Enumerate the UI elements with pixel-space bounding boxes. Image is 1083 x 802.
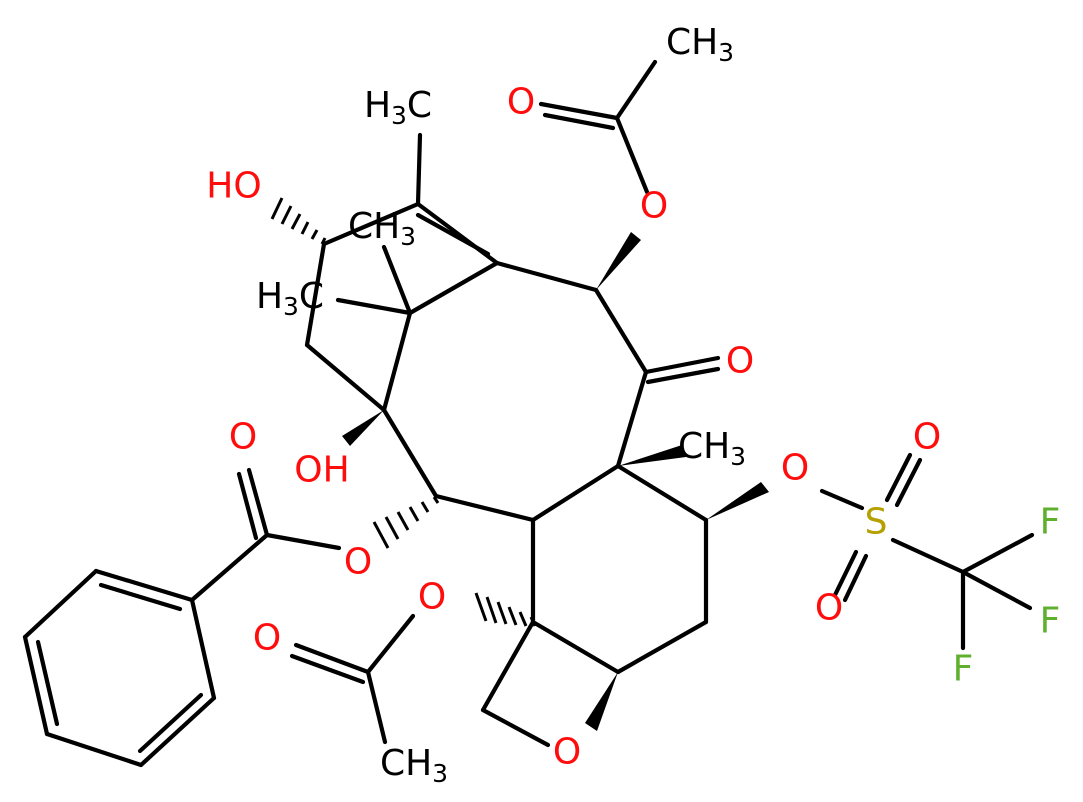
hydroxyl-label-mid: OH — [294, 450, 349, 491]
hashed-bond — [372, 496, 440, 549]
bond — [93, 568, 195, 603]
bond — [22, 568, 99, 640]
methyl-label-h3c-left: H3C — [256, 276, 324, 321]
bond — [960, 569, 1033, 611]
bond — [480, 707, 551, 748]
bond — [44, 731, 144, 768]
bond — [293, 642, 371, 675]
bond — [433, 493, 536, 523]
bond — [365, 613, 416, 675]
methyl-label-h3c-top: H3C — [364, 85, 432, 130]
oxygen-label-acetyl-ester-bottom: O — [418, 577, 446, 618]
oxygen-label-ester-top: O — [640, 186, 668, 227]
bond — [480, 619, 536, 713]
fluorine-label-1: F — [1040, 502, 1061, 543]
wedge-bond — [342, 410, 384, 446]
bond — [643, 355, 721, 375]
bond — [304, 241, 327, 348]
bond — [381, 244, 413, 316]
bond — [615, 619, 709, 675]
oxygen-label-triflate-link: O — [781, 448, 809, 489]
bond — [615, 369, 649, 469]
bond — [890, 537, 966, 575]
bond — [819, 488, 865, 511]
atom-labels: CH3 O H3C HO CH3 H3C O O CH3 O OH O O S … — [206, 22, 1060, 788]
bond — [189, 597, 217, 701]
oxygen-label-acetyl-carbonyl: O — [507, 82, 535, 123]
bond — [832, 549, 859, 598]
oxygen-label-benzoyl-ester: O — [344, 542, 372, 583]
bond — [645, 366, 721, 385]
bond — [264, 532, 342, 551]
bond — [530, 463, 621, 523]
bond — [189, 532, 270, 603]
bond — [614, 59, 658, 121]
hashed-bond — [270, 197, 327, 245]
bond — [304, 342, 387, 413]
bond — [615, 463, 709, 523]
bond — [98, 582, 183, 612]
bond — [335, 297, 413, 316]
bond — [407, 260, 500, 316]
bond — [542, 112, 616, 131]
oxygen-label-sulfonyl-2: O — [815, 588, 843, 629]
oxygen-label-sulfonyl-1: O — [913, 417, 941, 458]
hashed-bonds — [270, 197, 537, 627]
methyl-label-top-acetyl: CH3 — [666, 22, 734, 67]
bond — [22, 634, 50, 737]
bond — [236, 471, 259, 541]
wedge-bond — [596, 232, 641, 290]
bond — [494, 260, 599, 293]
oxygen-label-acetyl-carbonyl-bottom: O — [253, 618, 281, 659]
bond — [138, 695, 217, 768]
bond — [842, 553, 869, 603]
methyl-label-ch3-right: CH3 — [678, 426, 746, 471]
bond — [894, 457, 923, 508]
bond — [415, 212, 491, 257]
bond — [960, 532, 1035, 575]
sulfur-label: S — [865, 502, 888, 543]
bond — [35, 639, 60, 727]
wedge-bond — [706, 482, 769, 520]
methyl-label-bottom: CH3 — [380, 743, 448, 788]
bond — [246, 467, 270, 538]
bond — [538, 101, 620, 121]
bond — [321, 201, 421, 247]
wedge-bonds — [342, 232, 769, 731]
bond — [530, 619, 621, 675]
bonds — [22, 59, 1035, 768]
bond — [365, 669, 388, 745]
bond — [415, 132, 423, 207]
oxygen-label-ketone: O — [726, 341, 754, 382]
fluorine-label-3: F — [953, 649, 974, 690]
bond — [137, 692, 204, 754]
fluorine-label-2: F — [1040, 601, 1061, 642]
wedge-bond — [585, 672, 618, 731]
bond — [884, 452, 913, 503]
hashed-bond — [474, 592, 537, 627]
wedge-bond — [618, 445, 686, 466]
bond — [381, 310, 413, 413]
oxygen-label-benzoyl-carbonyl: O — [229, 417, 257, 458]
oxygen-label-oxetane: O — [553, 732, 581, 773]
bond — [381, 407, 439, 499]
bond — [614, 115, 650, 195]
bond — [593, 287, 649, 375]
bond — [289, 653, 366, 685]
hydroxyl-label-top: HO — [206, 166, 261, 207]
methyl-label-ch3-mid: CH3 — [348, 206, 416, 251]
